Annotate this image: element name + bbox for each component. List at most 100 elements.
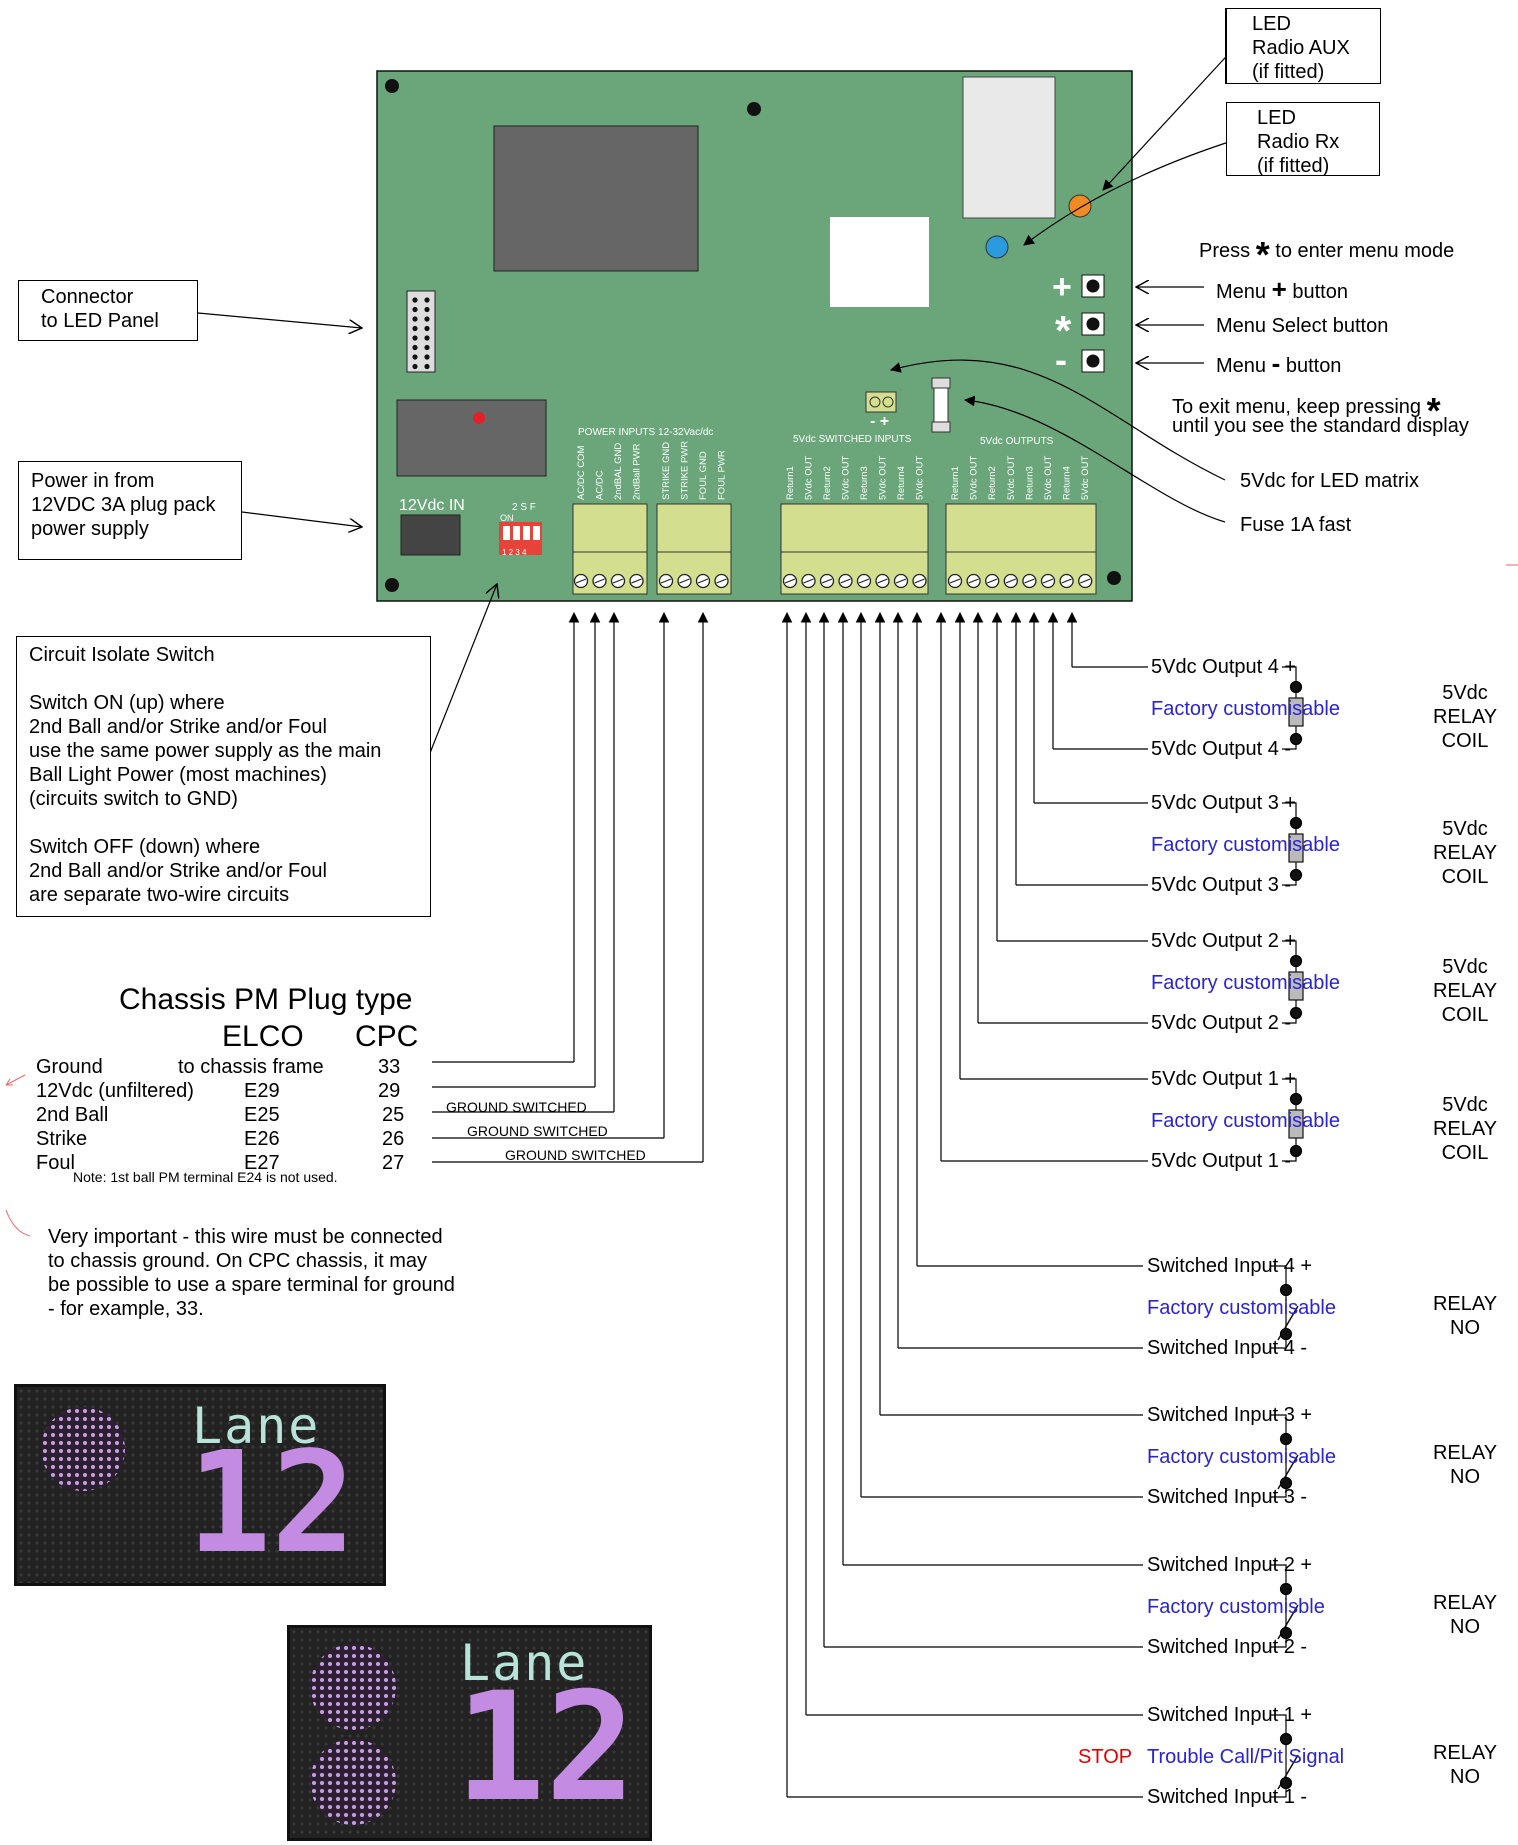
- terminal-label: 5Vdc OUT: [1043, 455, 1054, 500]
- chassis-row-elco: to chassis frame: [178, 1056, 324, 1078]
- chassis-col-elco: ELCO: [222, 1020, 304, 1053]
- terminal-label: STRIKE GND: [661, 442, 672, 500]
- led-panel-connector: [406, 290, 436, 373]
- input-minus-label: Switched Input 2 -: [1147, 1636, 1308, 1658]
- terminal-label: FOUL GND: [698, 451, 709, 500]
- output-minus-label: 5Vdc Output 2 -: [1151, 1012, 1292, 1034]
- chassis-row-cpc: 33: [378, 1056, 401, 1078]
- output-plus-label: 5Vdc Output 1 +: [1151, 1068, 1297, 1090]
- lane-word: Lane: [460, 1634, 589, 1692]
- ball-indicator: [41, 1407, 125, 1491]
- white-module: [830, 217, 929, 307]
- chassis-row-elco: E27: [244, 1152, 280, 1174]
- led-radio-aux: [1068, 194, 1092, 218]
- input-plus-label: Switched Input 3 +: [1147, 1404, 1313, 1426]
- chassis-row-cpc: 27: [382, 1152, 405, 1174]
- input-note: Factory customisble: [1147, 1596, 1325, 1618]
- chassis-row-name: Ground: [36, 1056, 103, 1078]
- matrix-pins-label: - +: [870, 413, 889, 430]
- chassis-row-elco: E29: [244, 1080, 280, 1102]
- menu-plus-label: Menu + button: [1216, 274, 1348, 304]
- input-note: Factory customisable: [1147, 1446, 1336, 1468]
- output-minus-label: 5Vdc Output 4 -: [1151, 738, 1292, 760]
- relay-no-label: RELAY NO: [1432, 1742, 1498, 1788]
- output-minus-label: 5Vdc Output 1 -: [1151, 1150, 1292, 1172]
- plus-symbol: +: [1052, 268, 1072, 306]
- chassis-row-elco: E25: [244, 1104, 280, 1126]
- terminal-label: Return1: [785, 466, 796, 500]
- output-note: Factory customisable: [1151, 698, 1340, 720]
- stop-label: STOP: [1078, 1746, 1133, 1768]
- led-radio-rx: [985, 235, 1009, 259]
- power-in-label: 12Vdc IN: [399, 497, 465, 514]
- chassis-warning: Very important - this wire must be conne…: [48, 1226, 455, 1320]
- relay-coil-label: 5Vdc RELAY COIL: [1432, 1094, 1498, 1164]
- dip-numbers-label: 1 2 3 4: [502, 548, 527, 557]
- output-note: Factory customisable: [1151, 972, 1340, 994]
- terminal-label: 5Vdc OUT: [1006, 455, 1017, 500]
- output-plus-label: 5Vdc Output 2 +: [1151, 930, 1297, 952]
- terminal-label: 5Vdc OUT: [841, 455, 852, 500]
- chassis-title: Chassis PM Plug type: [119, 983, 413, 1016]
- ball-indicator: [310, 1739, 396, 1825]
- chassis-row-cpc: 26: [382, 1128, 405, 1150]
- input-plus-label: Switched Input 1 +: [1147, 1704, 1313, 1726]
- mount-hole: [747, 102, 761, 116]
- relay-no-label: RELAY NO: [1432, 1442, 1498, 1488]
- terminal-label: STRIKE PWR: [680, 441, 691, 500]
- power-jack: [400, 514, 461, 556]
- ground-switched-label: GROUND SWITCHED: [505, 1147, 646, 1163]
- minus-icon: -: [1271, 348, 1281, 378]
- connector-callout: Connector to LED Panel: [18, 280, 198, 341]
- switched-inputs-label: 5Vdc SWITCHED INPUTS: [793, 434, 912, 445]
- relay-coil-label: 5Vdc RELAY COIL: [1432, 818, 1498, 888]
- outputs-label: 5Vdc OUTPUTS: [980, 436, 1054, 447]
- input-note: Factory customisable: [1147, 1297, 1336, 1319]
- terminal-label: Return4: [1062, 466, 1073, 500]
- lane-number: 12: [187, 1422, 356, 1585]
- output-minus-label: 5Vdc Output 3 -: [1151, 874, 1292, 896]
- input-plus-label: Switched Input 4 +: [1147, 1255, 1313, 1277]
- terminal-label: 5Vdc OUT: [804, 455, 815, 500]
- ground-switched-label: GROUND SWITCHED: [446, 1099, 587, 1115]
- chip-large: [493, 125, 699, 272]
- led-matrix-label: 5Vdc for LED matrix: [1240, 470, 1419, 492]
- star-symbol: *: [1055, 307, 1072, 354]
- chassis-row-cpc: 25: [382, 1104, 405, 1126]
- led-display-photo-2: Lane 12: [287, 1625, 652, 1841]
- terminal-label: Return2: [822, 466, 833, 500]
- mount-hole: [385, 578, 399, 592]
- press-prefix: Press: [1199, 240, 1251, 262]
- input-minus-label: Switched Input 4 -: [1147, 1337, 1308, 1359]
- output-note: Factory customisable: [1151, 834, 1340, 856]
- terminal-label: 5Vdc OUT: [878, 455, 889, 500]
- exit-menu-line1: To exit menu, keep pressing *: [1172, 390, 1441, 431]
- lane-word: Lane: [192, 1397, 321, 1455]
- dip-on-label: ON: [500, 513, 514, 523]
- plus-icon: +: [1271, 274, 1287, 304]
- menu-select-label: Menu Select button: [1216, 315, 1389, 337]
- ball-indicator: [310, 1644, 396, 1730]
- mount-hole: [1107, 571, 1121, 585]
- relay-indicator: [473, 412, 485, 424]
- chassis-row-elco: E26: [244, 1128, 280, 1150]
- chassis-row-name: 2nd Ball: [36, 1104, 109, 1126]
- terminal-label: AC/DC COM: [576, 446, 587, 500]
- terminal-block-switched-inputs: [780, 503, 929, 595]
- relay-coil-label: 5Vdc RELAY COIL: [1432, 682, 1498, 752]
- power-in-callout: Power in from 12VDC 3A plug pack power s…: [18, 461, 242, 560]
- led-radio-rx-callout: LED Radio Rx (if fitted): [1226, 102, 1380, 177]
- chassis-col-cpc: CPC: [355, 1020, 419, 1053]
- terminal-label: Return3: [859, 466, 870, 500]
- relay-no-label: RELAY NO: [1432, 1293, 1498, 1339]
- relay-coil-label: 5Vdc RELAY COIL: [1432, 956, 1498, 1026]
- chassis-footnote: Note: 1st ball PM terminal E24 is not us…: [73, 1169, 338, 1185]
- terminal-label: 2ndBAL GND: [613, 443, 624, 500]
- input-minus-label: Switched Input 1 -: [1147, 1786, 1308, 1808]
- terminal-label: 2ndBall PWR: [632, 443, 643, 500]
- input-note: Trouble Call/Pit Signal: [1147, 1746, 1345, 1768]
- terminal-label: Return4: [896, 466, 907, 500]
- lane-number: 12: [455, 1661, 636, 1835]
- output-plus-label: 5Vdc Output 4 +: [1151, 656, 1297, 678]
